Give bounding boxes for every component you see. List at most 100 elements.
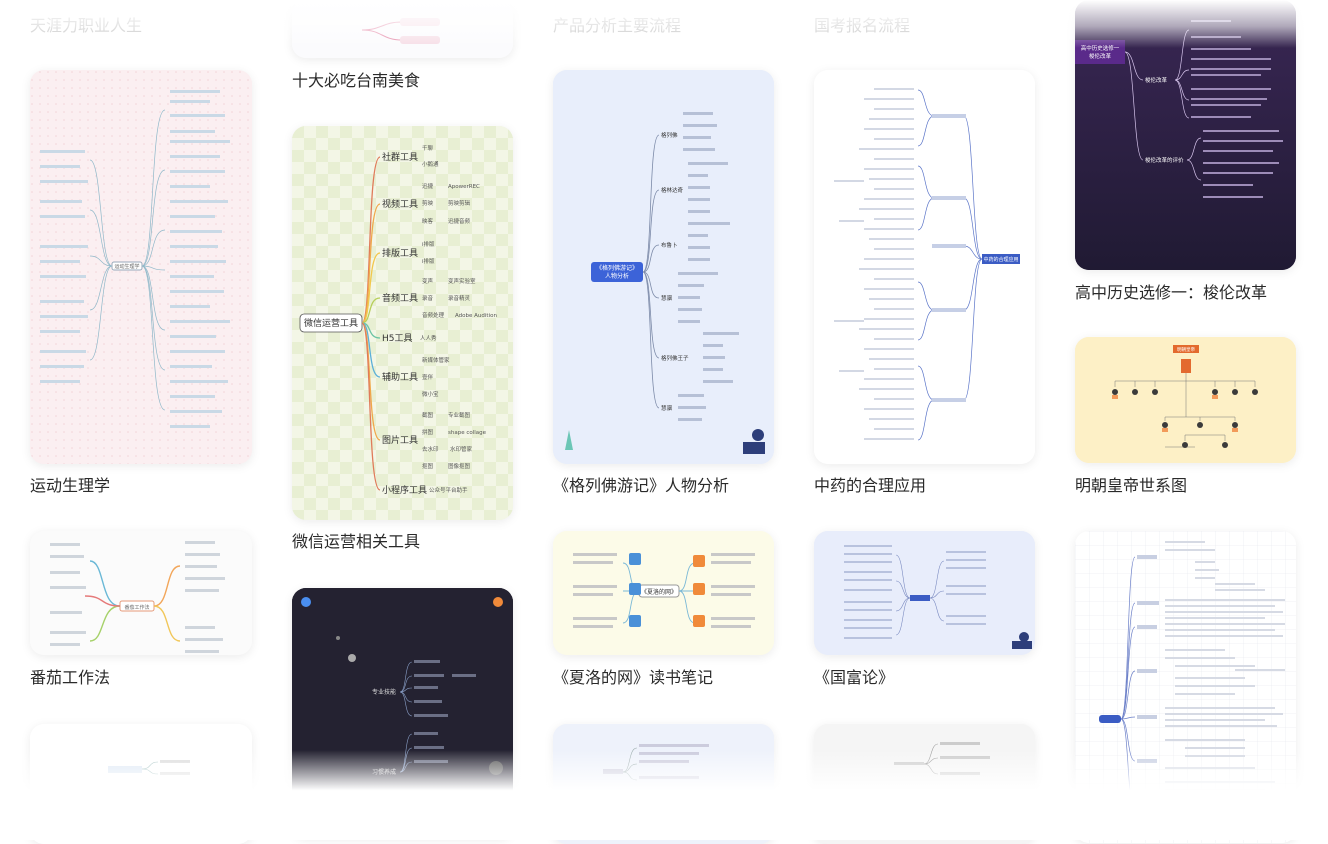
leaf-label: 迅捷 (422, 182, 434, 190)
leaf-label: 录音精灵 (448, 294, 471, 302)
mindmap-thumbnail: 《格列佛游记》 人物分析 格列佛 格林达奇 布鲁卜 慧骃 格列佛王子 慧骃 (553, 70, 774, 464)
template-thumbnail[interactable]: 微信运营工具 社群工具 视频工具 排版工具 音频工具 H5工具 辅助工具 图片工… (292, 126, 513, 520)
leaf-label: 去水印 (422, 445, 439, 453)
leaf-label: 剪映 (422, 199, 434, 207)
template-thumbnail[interactable] (814, 724, 1035, 844)
root-node-line2: 梭伦改革 (1089, 52, 1112, 60)
template-thumbnail[interactable] (814, 531, 1035, 655)
mindmap-thumbnail (814, 724, 1035, 844)
root-node: 《夏洛的网》 (641, 588, 677, 596)
branch-label: 梭伦改革 (1145, 76, 1168, 84)
leaf-label: 新媒体管家 (422, 356, 450, 364)
mindmap-thumbnail (1075, 531, 1296, 843)
leaf-label: 映客 (422, 217, 434, 225)
leaf-label: 录音 (422, 294, 434, 302)
template-thumbnail[interactable]: 番茄工作法 (30, 531, 252, 655)
branch-label: 辅助工具 (382, 371, 418, 383)
branch-label: 格列佛王子 (661, 354, 689, 362)
template-thumbnail[interactable] (1075, 531, 1296, 843)
mindmap-thumbnail: 高中历史选修一 梭伦改革 梭伦改革 梭伦改革的评价 (1075, 0, 1296, 270)
mindmap-thumbnail: 中药的合理应用 (814, 70, 1035, 464)
leaf-label: shape collage (448, 430, 487, 436)
card-title[interactable]: 高中历史选修一：梭伦改革 (1075, 283, 1268, 302)
leaf-label: 小鹅通 (422, 160, 439, 168)
leaf-label: 图像抠图 (448, 462, 471, 470)
leaf-label: 剪映剪辑 (448, 199, 471, 207)
template-thumbnail[interactable] (30, 724, 252, 844)
branch-label: 视频工具 (382, 198, 418, 210)
card-title[interactable]: 十大必吃台南美食 (292, 71, 421, 90)
leaf-label: 拼图 (422, 428, 434, 436)
card-title[interactable]: 明朝皇帝世系图 (1075, 476, 1188, 495)
root-node: 运动生理学 (114, 263, 139, 270)
leaf-label: 专业截图 (448, 411, 471, 419)
leaf-label: 水印管家 (450, 445, 473, 453)
root-node-line2: 人物分析 (605, 272, 629, 280)
branch-label: 布鲁卜 (661, 241, 678, 249)
mindmap-thumbnail: 专业技能 习惯养成 (292, 588, 513, 838)
branch-label: 社群工具 (382, 151, 418, 163)
branch-label: 专业技能 (372, 688, 396, 696)
card-title[interactable]: 番茄工作法 (30, 668, 111, 687)
leaf-label: 变声实验室 (448, 277, 476, 285)
branch-label: 慧骃 (661, 294, 673, 302)
mindmap-thumbnail (553, 724, 774, 844)
branch-label: 图片工具 (382, 434, 418, 446)
mindmap-thumbnail: 《夏洛的网》 (553, 531, 774, 655)
branch-label: 小程序工具 (382, 484, 427, 496)
mindmap-thumbnail: 微信运营工具 社群工具 视频工具 排版工具 音频工具 H5工具 辅助工具 图片工… (292, 126, 513, 520)
leaf-label: 微小宝 (422, 390, 439, 398)
root-node-line1: 高中历史选修一 (1081, 44, 1120, 52)
branch-label: 梭伦改革的评价 (1145, 156, 1184, 164)
mindmap-thumbnail (30, 724, 252, 844)
root-node: 番茄工作法 (124, 604, 149, 611)
branch-label: 格林达奇 (661, 186, 684, 194)
template-thumbnail[interactable]: 明朝皇帝 (1075, 337, 1296, 463)
leaf-label: 截图 (422, 411, 434, 419)
leaf-label: 人人秀 (420, 334, 437, 342)
card-title[interactable]: 《格列佛游记》人物分析 (553, 476, 730, 495)
card-title[interactable]: 运动生理学 (30, 476, 111, 495)
template-thumbnail[interactable] (292, 0, 513, 58)
template-thumbnail[interactable] (553, 724, 774, 844)
template-thumbnail[interactable]: 中药的合理应用 (814, 70, 1035, 464)
root-node: 中药的合理应用 (983, 256, 1018, 263)
leaf-label: 变声 (422, 277, 434, 285)
family-tree-badge: 明朝皇帝 (1177, 346, 1195, 353)
template-thumbnail[interactable]: 高中历史选修一 梭伦改革 梭伦改革 梭伦改革的评价 (1075, 0, 1296, 270)
leaf-label: 音频处理 (422, 311, 445, 319)
template-thumbnail[interactable]: 专业技能 习惯养成 (292, 588, 513, 838)
card-title[interactable]: 天涯力职业人生 (30, 16, 143, 35)
leaf-label: 壹伴 (422, 373, 434, 381)
leaf-label: i排版 (422, 240, 435, 248)
mindmap-thumbnail: 运动生理学 (30, 70, 252, 464)
card-title[interactable]: 产品分析主要流程 (553, 16, 682, 35)
leaf-label: 公众号平台助手 (429, 486, 468, 494)
card-title[interactable]: 《夏洛的网》读书笔记 (553, 668, 714, 687)
leaf-label: 千聊 (422, 144, 434, 152)
leaf-label: 迅捷音频 (448, 217, 471, 225)
branch-label: H5工具 (382, 333, 413, 344)
template-thumbnail[interactable]: 《格列佛游记》 人物分析 格列佛 格林达奇 布鲁卜 慧骃 格列佛王子 慧骃 (553, 70, 774, 464)
branch-label: 慧骃 (661, 404, 673, 412)
branch-label: 习惯养成 (372, 768, 396, 776)
mindmap-thumbnail (814, 531, 1035, 655)
mindmap-thumbnail: 明朝皇帝 (1075, 337, 1296, 463)
card-title[interactable]: 《国富论》 (814, 668, 895, 687)
mindmap-thumbnail (292, 0, 513, 58)
card-title[interactable]: 中药的合理应用 (814, 476, 927, 495)
root-node-line1: 《格列佛游记》 (596, 264, 638, 272)
branch-label: 排版工具 (382, 247, 418, 259)
card-title[interactable]: 微信运营相关工具 (292, 532, 421, 551)
template-thumbnail[interactable]: 《夏洛的网》 (553, 531, 774, 655)
leaf-label: 抠图 (422, 462, 434, 470)
branch-label: 格列佛 (661, 131, 678, 139)
leaf-label: Adobe Audition (455, 313, 497, 319)
mindmap-thumbnail: 番茄工作法 (30, 531, 252, 655)
card-title[interactable]: 国考报名流程 (814, 16, 911, 35)
root-node: 微信运营工具 (304, 317, 358, 329)
template-thumbnail[interactable]: 运动生理学 (30, 70, 252, 464)
leaf-label: i排版 (422, 257, 435, 265)
branch-label: 音频工具 (382, 292, 418, 304)
